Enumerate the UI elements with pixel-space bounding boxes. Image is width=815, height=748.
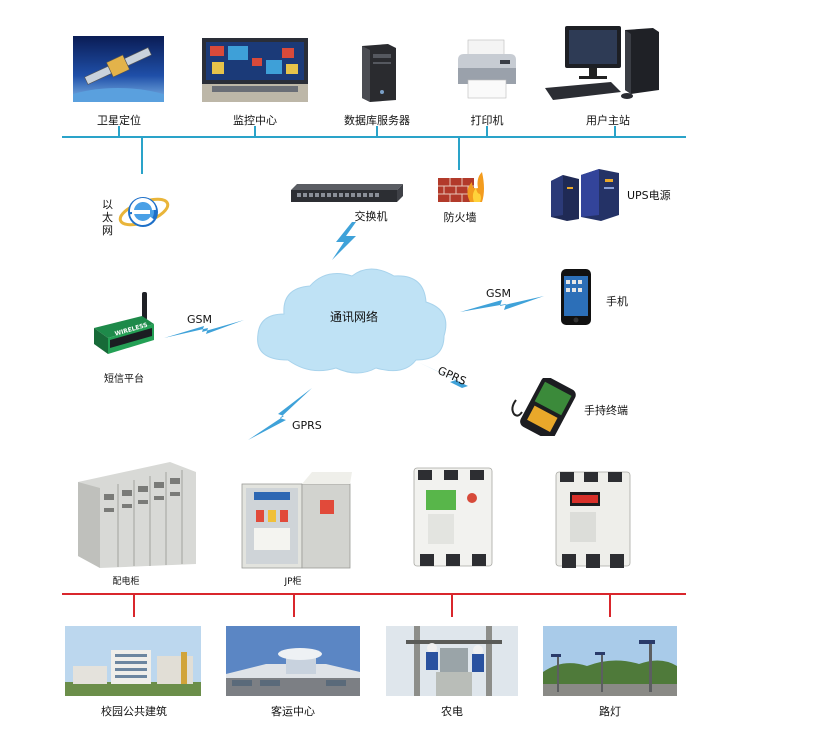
label-rural-power: 农电 xyxy=(441,705,463,718)
handheld-terminal-icon xyxy=(508,378,580,436)
monitor-center-image xyxy=(202,38,308,102)
database-server-image xyxy=(356,42,398,102)
drop-line-campus xyxy=(133,595,135,617)
label-bus-center: 客运中心 xyxy=(271,705,315,718)
label-street-light: 路灯 xyxy=(599,705,621,718)
wireless-link-phone xyxy=(460,296,544,312)
label-campus: 校园公共建筑 xyxy=(101,705,167,718)
drop-line-firewall xyxy=(458,138,460,170)
drop-line-monitor xyxy=(254,126,256,136)
label-sms-platform: 短信平台 xyxy=(104,374,144,385)
label-switch: 交换机 xyxy=(354,210,388,223)
label-handheld: 手持终端 xyxy=(584,404,628,417)
label-satellite: 卫星定位 xyxy=(97,114,141,127)
label-database-server: 数据库服务器 xyxy=(344,114,410,127)
top-network-bus xyxy=(62,136,686,138)
label-phone: 手机 xyxy=(606,295,628,308)
user-station-image xyxy=(545,24,663,102)
label-ups: UPS电源 xyxy=(627,189,671,202)
label-jp-cabinet: JP柜 xyxy=(284,577,302,587)
rural-power-image xyxy=(386,626,518,696)
sms-platform-icon xyxy=(92,292,158,360)
wireless-link-handheld xyxy=(418,362,498,406)
switch-icon xyxy=(291,182,403,204)
cloud-label: 通讯网络 xyxy=(330,310,379,324)
mobile-phone-icon xyxy=(560,268,592,326)
drop-line-server xyxy=(376,126,378,136)
label-printer: 打印机 xyxy=(470,114,504,127)
street-light-image xyxy=(543,626,677,696)
label-firewall: 防火墙 xyxy=(443,211,477,224)
satellite-image xyxy=(73,36,164,102)
label-monitor-center: 监控中心 xyxy=(233,114,277,127)
distribution-cabinet-image xyxy=(78,460,196,568)
label-gprs-bottom: GPRS xyxy=(292,419,322,432)
drop-line-satellite xyxy=(118,126,120,136)
label-gsm-left: GSM xyxy=(187,313,212,326)
ups-icon xyxy=(549,165,621,221)
label-user-station: 用户主站 xyxy=(586,114,630,127)
campus-building-image xyxy=(65,626,201,696)
firewall-icon xyxy=(436,168,486,204)
drop-line-user-station xyxy=(614,126,616,136)
bus-center-image xyxy=(226,626,360,696)
wireless-link-sms xyxy=(164,320,244,338)
drop-line-rural xyxy=(451,595,453,617)
wireless-link-switch xyxy=(332,222,356,260)
drop-line-printer xyxy=(486,126,488,136)
ethernet-label: 以 太 网 xyxy=(102,198,113,237)
wireless-link-devices xyxy=(248,388,312,440)
ethernet-icon xyxy=(118,188,170,234)
leakage-protector-image xyxy=(554,470,632,570)
printer-image xyxy=(454,38,520,100)
drop-line-bus-center xyxy=(293,595,295,617)
drop-line-ethernet xyxy=(141,138,143,174)
jp-cabinet-image xyxy=(240,470,352,570)
label-gsm-right: GSM xyxy=(486,287,511,300)
communication-network-cloud xyxy=(248,262,456,378)
drop-line-street-light xyxy=(609,595,611,617)
circuit-breaker-image xyxy=(412,466,494,570)
label-distribution-cabinet: 配电柜 xyxy=(112,577,140,587)
bottom-power-bus xyxy=(62,593,686,595)
